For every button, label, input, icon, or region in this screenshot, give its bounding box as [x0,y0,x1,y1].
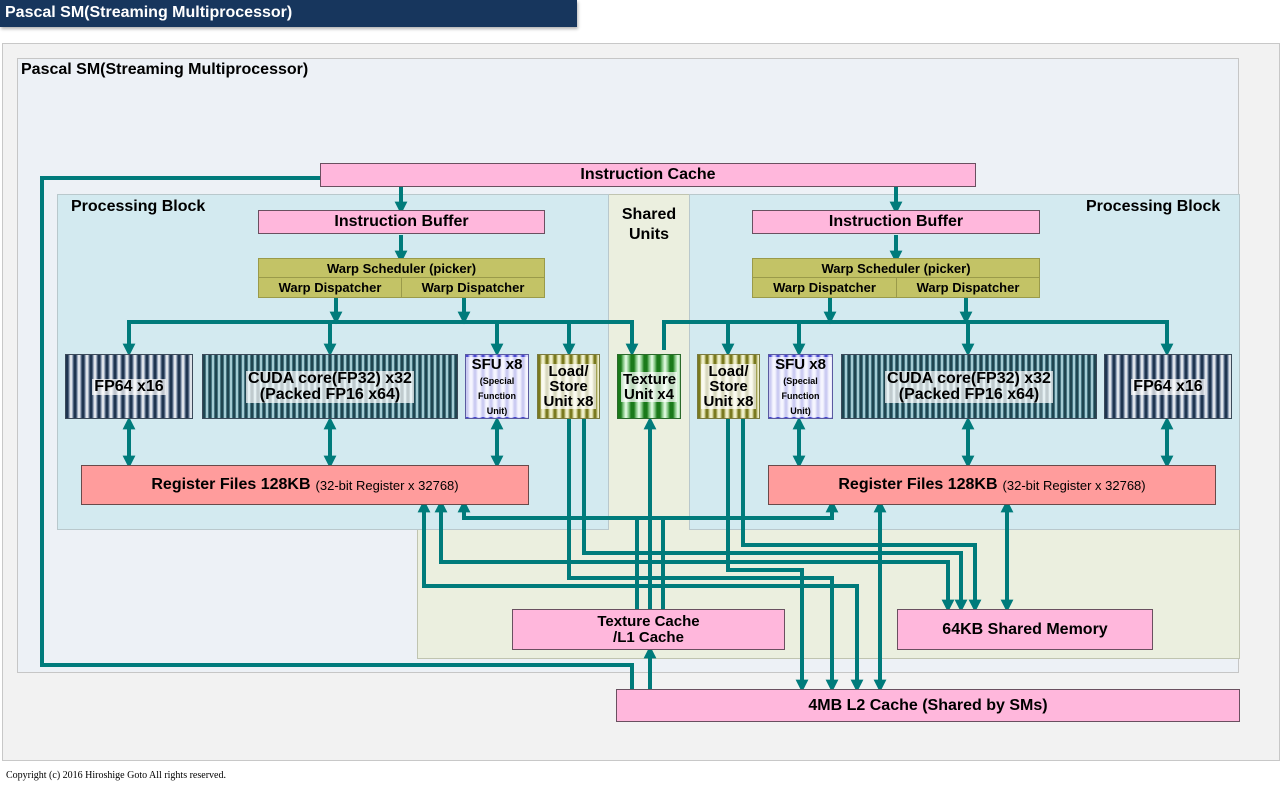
fp64-unit-right: FP64 x16 [1104,354,1232,419]
l2-cache: 4MB L2 Cache (Shared by SMs) [616,689,1240,722]
warp-scheduler-left: Warp Scheduler (picker) [258,258,545,278]
sm-label: Pascal SM(Streaming Multiprocessor) [21,61,309,78]
texture-unit: Texture Unit x4 [617,354,681,419]
fp64-label: FP64 x16 [92,377,166,395]
instruction-buffer-left: Instruction Buffer [258,210,545,234]
copyright-notice: Copyright (c) 2016 Hiroshige Goto All ri… [6,770,226,781]
cuda-label: CUDA core(FP32) x32(Packed FP16 x64) [885,369,1053,403]
instruction-cache: Instruction Cache [320,163,976,187]
fp64-unit-left: FP64 x16 [65,354,193,419]
register-file-left: Register Files 128KB(32-bit Register x 3… [81,465,529,505]
page-title: Pascal SM(Streaming Multiprocessor) [0,0,577,27]
warp-scheduler-right: Warp Scheduler (picker) [752,258,1040,278]
cuda-label: CUDA core(FP32) x32(Packed FP16 x64) [246,369,414,403]
processing-block-right-label: Processing Block [1086,198,1221,215]
warp-dispatcher-right-2: Warp Dispatcher [896,277,1040,298]
warp-dispatcher-right-1: Warp Dispatcher [752,277,897,298]
cuda-core-unit-right: CUDA core(FP32) x32(Packed FP16 x64) [841,354,1097,419]
processing-block-left-label: Processing Block [71,198,206,215]
fp64-label: FP64 x16 [1131,377,1205,395]
instruction-buffer-right: Instruction Buffer [752,210,1040,234]
warp-dispatcher-left-2: Warp Dispatcher [401,277,545,298]
cuda-core-unit-left: CUDA core(FP32) x32(Packed FP16 x64) [202,354,458,419]
warp-dispatcher-left-1: Warp Dispatcher [258,277,402,298]
shared-units-label: Shared Units [621,206,677,243]
shared-memory: 64KB Shared Memory [897,609,1153,650]
texture-unit-label: Texture Unit x4 [621,370,677,403]
texture-l1-cache: Texture Cache/L1 Cache [512,609,785,650]
register-file-right: Register Files 128KB(32-bit Register x 3… [768,465,1216,505]
